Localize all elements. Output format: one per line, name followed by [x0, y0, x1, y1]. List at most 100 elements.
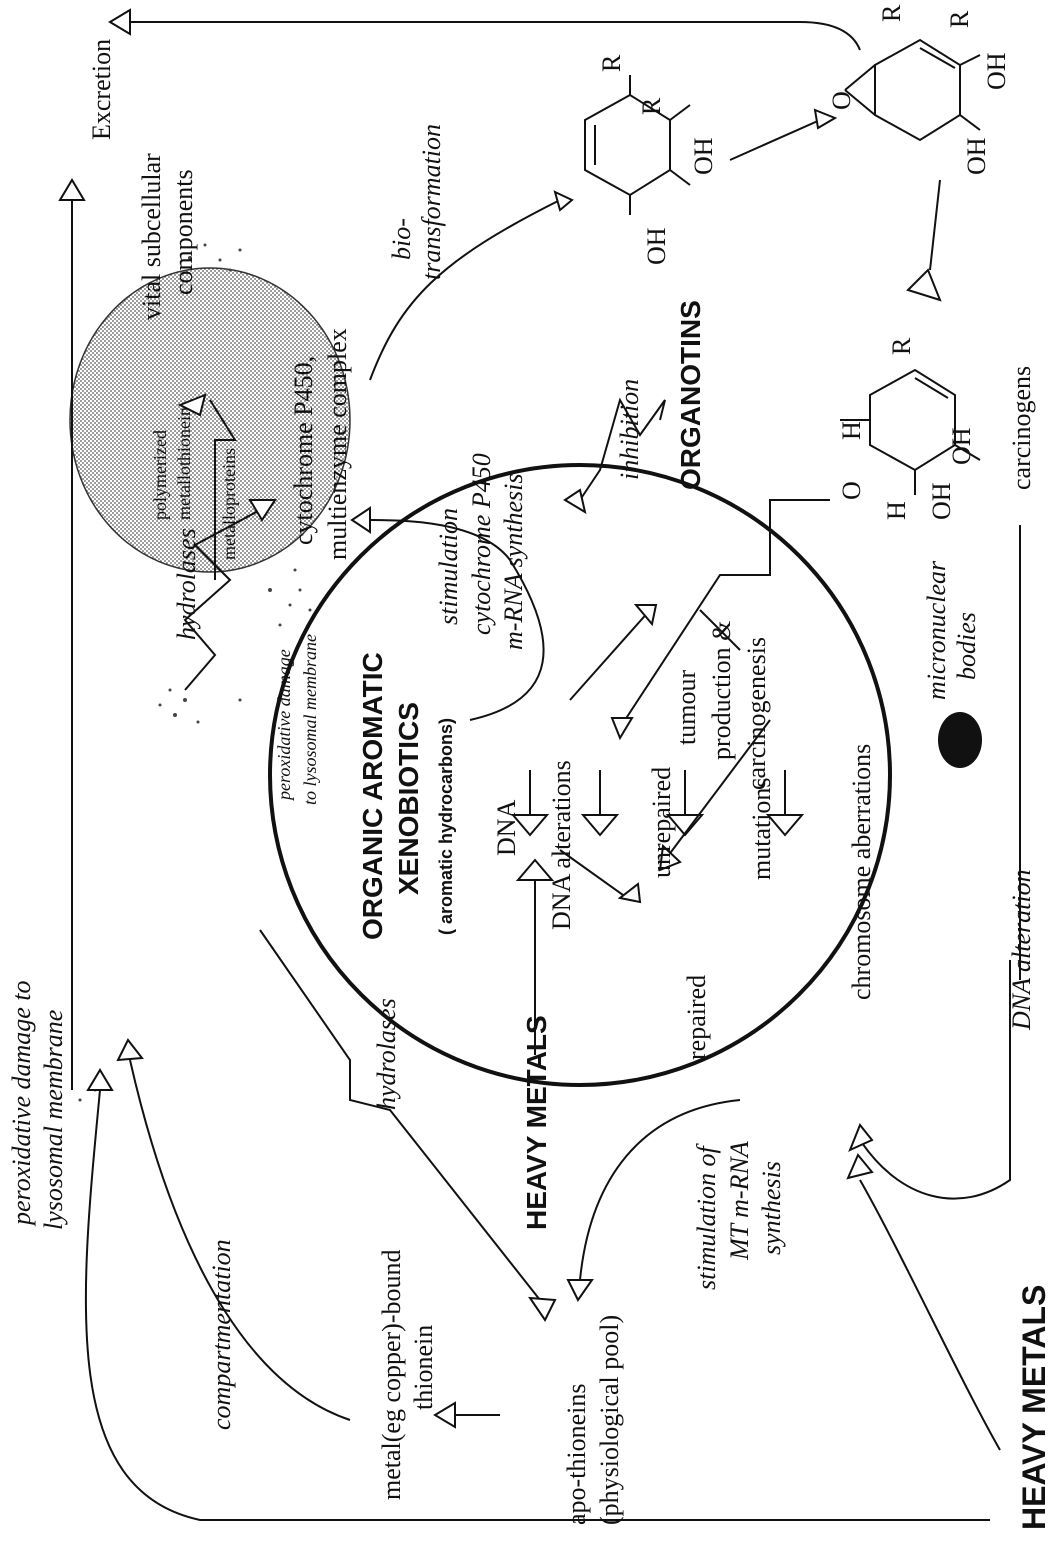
tumour-label-1: tumour [672, 670, 701, 745]
apo-to-metal-arrow [433, 1401, 456, 1429]
lysosome-label-3: metalloproteins [219, 448, 239, 560]
dna-label: DNA [492, 799, 521, 856]
stimulation-p450-path [369, 519, 545, 721]
stim-mt-label-2: MT m-RNA [725, 1141, 754, 1261]
perox-outer-arrow [86, 1068, 114, 1091]
excretion-top-path [130, 21, 861, 51]
inhibition-arrow [563, 488, 587, 515]
lysosome-shape [69, 267, 351, 573]
perox-outer-path [84, 1089, 990, 1521]
stim-p450-label-3: m-RNA synthesis [499, 474, 528, 650]
hydrolases-top-path [183, 509, 261, 691]
chem3-OH1: OH [947, 427, 976, 465]
mutations-label: mutations [747, 777, 776, 880]
nucleus-circle [268, 463, 892, 1087]
hydrolases-top-arrow [248, 499, 277, 522]
heavy-metals-to-dna-arrow [515, 858, 555, 881]
chem3-O: O [837, 481, 866, 500]
chem2-R2: R [945, 10, 974, 28]
chem-epoxide-top [844, 38, 981, 142]
dna-pathway-arrows [510, 604, 805, 904]
heavy-metals-loop-arrow [848, 1123, 874, 1152]
inhibition-label: inhibition [615, 379, 644, 480]
chromosome-aberrations-label: chromosome aberrations [847, 744, 876, 1000]
dna-alterations-label: DNA alterations [547, 760, 576, 930]
hydrolases-bottom-path [259, 929, 541, 1301]
metal-thionein-label-1: metal(eg copper)-bound [377, 1249, 406, 1500]
chem1-OH1: OH [689, 137, 718, 175]
chem2-to-chem3-line [929, 179, 941, 271]
chem2-to-chem3-arrow [906, 268, 942, 302]
perox-inner-label-1: peroxidative damage [274, 649, 294, 802]
chem3-H1: H [837, 421, 866, 440]
lysosome-label-2: metallothionein [174, 407, 194, 520]
chem2-O: O [827, 91, 856, 110]
compartmentation-path [129, 1059, 351, 1421]
chem1-to-chem2-line [729, 119, 821, 161]
perox-outer-label-2: lysosomal membrane [39, 1010, 68, 1230]
dna-alteration-label: DNA alteration [1007, 869, 1036, 1031]
chem2-OH2: OH [962, 137, 991, 175]
components-label: components [169, 169, 198, 295]
organotins-label: ORGANOTINS [675, 300, 706, 490]
heavy-metals-bottom-label: HEAVY METALS [1016, 1285, 1052, 1530]
stim-mt-path [579, 1099, 741, 1281]
heavy-metals-bottom-arrow [846, 1153, 874, 1180]
apo-thioneins-label-1: apo-thioneins [562, 1383, 591, 1525]
chem3-H2: H [882, 501, 911, 520]
compartmentation-label: compartmentation [207, 1239, 236, 1430]
lysosome-label-1: polymerized [150, 430, 170, 520]
stim-p450-label-1: stimulation [434, 508, 463, 625]
compartmentation-arrow [116, 1038, 144, 1062]
p450-label-1: cytochrome P450, [289, 356, 318, 545]
hydrolases-bottom-label: hydrolases [372, 998, 401, 1110]
metal-thionein-label-2: thionein [409, 1325, 438, 1410]
micronuclear-body-dot [938, 712, 982, 768]
micronuclear-label-2: bodies [952, 612, 981, 680]
excretion-top-arrow [108, 8, 131, 36]
chem1-R2: R [637, 97, 666, 115]
p450-label-2: multienzyme complex [323, 328, 352, 560]
chem2-OH1: OH [982, 52, 1011, 90]
chem1-R1: R [597, 54, 626, 72]
lysosome-stipple [78, 243, 312, 1102]
chem-dihydrodiol [584, 75, 691, 215]
carcinogen-to-dna-path [624, 499, 830, 721]
vital-components-arrow [177, 393, 207, 417]
biotrans-label-2: transformation [417, 124, 446, 280]
biotransformation-path [369, 199, 561, 381]
carcinogens-label: carcinogens [1007, 366, 1036, 490]
stim-mt-arrow [566, 1279, 594, 1302]
heavy-metals-loop-path [859, 960, 1011, 1200]
chem1-OH2: OH [642, 227, 671, 265]
stim-mt-label-1: stimulation of [692, 1142, 721, 1290]
excretion-lower-arrow [58, 178, 86, 201]
hydrolases-top-label: hydrolases [172, 528, 201, 640]
excretion-label: Excretion [87, 39, 116, 140]
chem1-to-chem2-arrow [813, 108, 838, 130]
stimulation-p450-arrow [350, 506, 371, 534]
perox-outer-label-1: peroxidative damage to [7, 980, 36, 1227]
organic-label-1: ORGANIC AROMATIC [357, 652, 388, 940]
chem3-R: R [887, 337, 916, 355]
chem3-OH2: OH [927, 482, 956, 520]
heavy-metals-bottom-path [859, 1179, 1001, 1451]
vital-subcellular-label: vital subcellular [137, 153, 166, 320]
stim-p450-label-2: cytochrome P450 [467, 453, 496, 635]
hydrolases-bottom-arrow [527, 1296, 557, 1322]
carcinogen-to-dna-arrow [610, 717, 634, 741]
micronuclear-label-1: micronuclear [922, 560, 951, 700]
heavy-metals-center-label: HEAVY METALS [521, 1015, 552, 1230]
chem-epoxide-carcinogen [840, 368, 981, 495]
biotrans-label-1: bio- [387, 218, 416, 260]
tumour-label-3: carcinogenesis [742, 637, 771, 790]
perox-inner-label-2: to lysosomal membrane [300, 634, 320, 805]
repaired-label: repaired [682, 975, 711, 1060]
apo-thioneins-label-2: (physiological pool) [595, 1315, 624, 1525]
vital-components-path [209, 399, 237, 580]
organic-label-2: XENOBIOTICS [393, 702, 424, 895]
organic-label-3: ( aromatic hydrocarbons) [436, 718, 456, 935]
unrepaired-label: unrepaired [647, 767, 676, 878]
